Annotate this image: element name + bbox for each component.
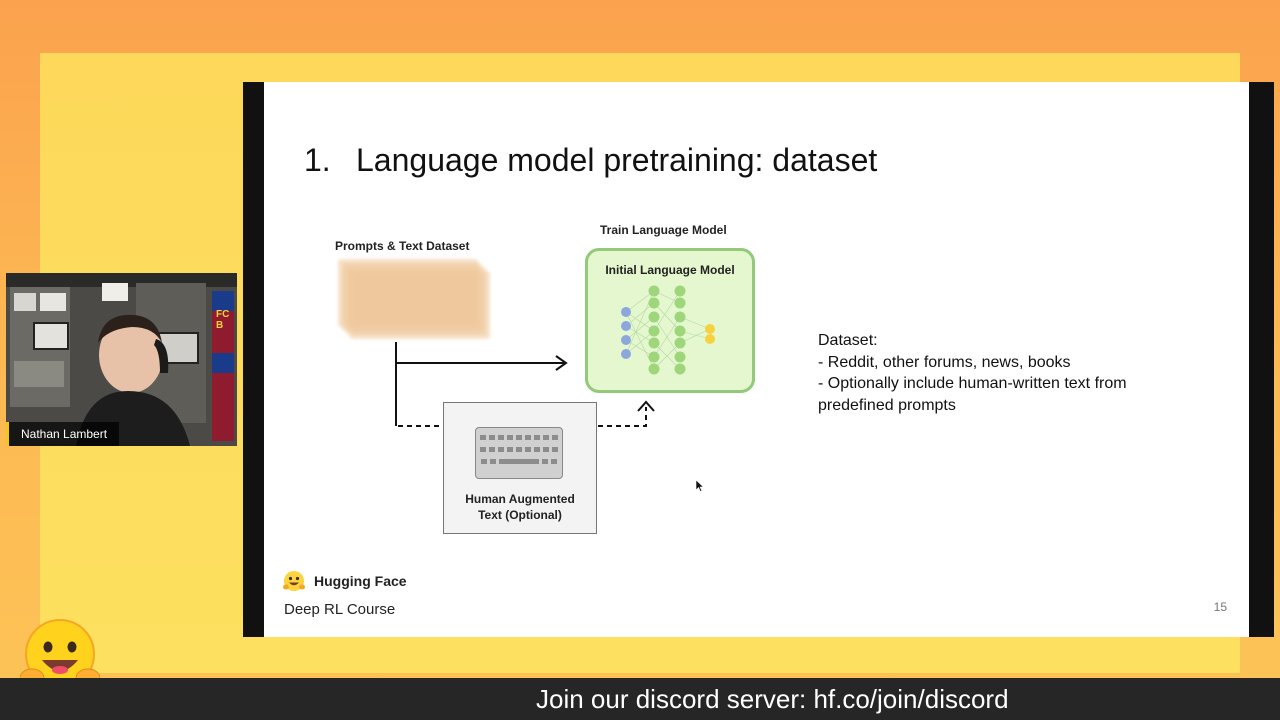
slide-page-number: 15 <box>1213 600 1227 614</box>
neural-network-icon <box>621 285 715 375</box>
hugging-face-logo-icon <box>283 571 305 591</box>
train-label: Train Language Model <box>600 223 727 237</box>
human-box-label: Human Augmented Text (Optional) <box>444 491 596 523</box>
human-box-line1: Human Augmented <box>465 492 575 506</box>
dataset-label: Prompts & Text Dataset <box>335 239 470 253</box>
dataset-heading: Dataset: <box>818 332 878 349</box>
mouse-cursor-icon <box>696 480 704 492</box>
webcam-banner-text: FCB <box>216 309 230 331</box>
course-label: Deep RL Course <box>284 601 396 618</box>
human-augmented-box: Human Augmented Text (Optional) <box>443 402 597 534</box>
discord-banner: Join our discord server: hf.co/join/disc… <box>0 678 1280 720</box>
hugging-face-brand: Hugging Face <box>282 570 407 592</box>
webcam-scene <box>6 273 237 446</box>
hugging-face-emoji-icon <box>20 619 100 689</box>
slide-title-number: 1. <box>304 142 331 178</box>
model-title: Initial Language Model <box>605 263 735 277</box>
speaker-webcam: FCB Nathan Lambert <box>6 273 237 446</box>
slide-title-text: Language model pretraining: dataset <box>356 142 878 178</box>
keyboard-icon <box>475 427 563 479</box>
flow-arrows <box>395 342 655 427</box>
discord-banner-text: Join our discord server: hf.co/join/disc… <box>536 684 1009 714</box>
presentation-slide: 1. Language model pretraining: dataset Pr… <box>264 82 1249 637</box>
initial-model-box: Initial Language Model <box>585 248 755 393</box>
dataset-line-2: - Optionally include human-written text … <box>818 375 1127 392</box>
slide-title: 1. Language model pretraining: dataset <box>304 142 877 179</box>
dataset-line-3: predefined prompts <box>818 396 956 414</box>
dataset-line-1: - Reddit, other forums, news, books <box>818 353 1071 371</box>
speaker-name-tag: Nathan Lambert <box>6 422 120 446</box>
brand-label: Hugging Face <box>314 573 407 589</box>
dataset-notes: Dataset: - Reddit, other forums, news, b… <box>818 330 1127 416</box>
human-box-line2: Text (Optional) <box>478 508 562 522</box>
